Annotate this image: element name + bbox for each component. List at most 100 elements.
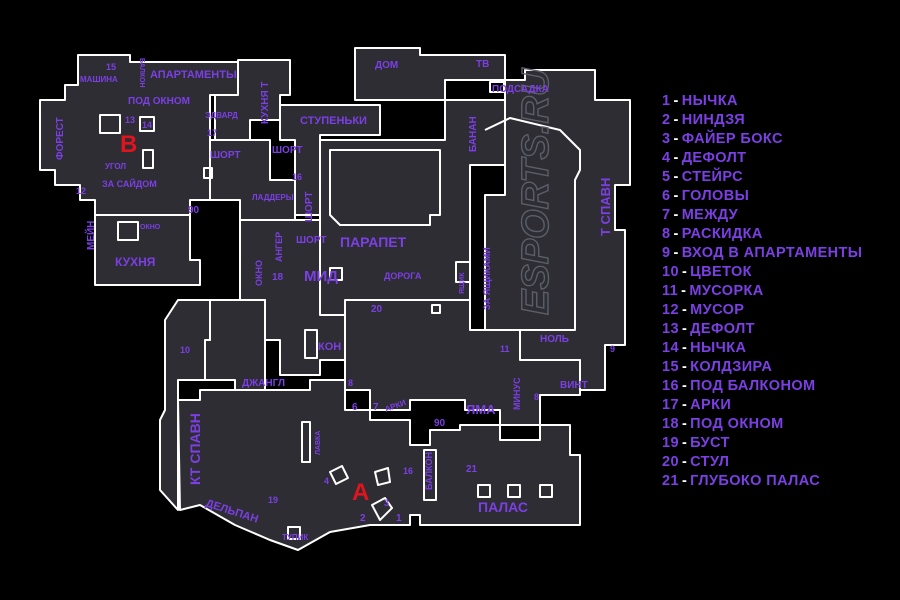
callout-anger: АНГЕР xyxy=(274,232,284,262)
callout-lavka: ЛАВКА xyxy=(315,431,322,455)
position-8: 8 xyxy=(534,392,539,402)
callout-balkon-a: БАЛКОН xyxy=(424,452,434,490)
connector-box xyxy=(304,329,318,359)
t-spawn-inner-wall xyxy=(484,117,581,331)
legend-item: 13-ДЕФОЛТ xyxy=(662,321,755,337)
legend-item: 3-ФАЙЕР БОКС xyxy=(662,131,783,147)
b-default-box xyxy=(99,114,121,134)
callout-vint: ВИНТ xyxy=(560,380,588,391)
callout-okno-mid: ОКНО xyxy=(254,260,264,286)
top-corridor xyxy=(354,47,506,101)
callout-nol: НОЛЬ xyxy=(540,334,569,345)
callout-mashina: МАШИНА xyxy=(80,75,118,84)
callout-stupenki: СТУПЕНЬКИ xyxy=(300,115,367,127)
firebox xyxy=(371,497,393,521)
watermark-logo: ESPORTS.RU xyxy=(515,67,557,315)
callout-kuhnya: КУХНЯ xyxy=(115,255,155,269)
map-numbers: 15 13 14 12 17 90 16 18 20 10 6 8 7 90 8… xyxy=(76,62,615,524)
mid-yashik-box xyxy=(455,261,471,283)
legend-item: 21-ГЛУБОКО ПАЛАС xyxy=(662,473,821,489)
mid-box xyxy=(329,267,343,281)
b-apartments-area xyxy=(214,59,291,141)
legend-item: 7-МЕЖДУ xyxy=(662,207,739,223)
callout-short-stairs: ШОРТ xyxy=(272,145,302,156)
stairs-inner-wall xyxy=(329,149,441,226)
legend-item: 12-МУСОР xyxy=(662,302,745,318)
a-site-area xyxy=(177,379,581,551)
callout-podsadka: ПОДСАДКА xyxy=(492,84,549,95)
position-17-b: 17 xyxy=(207,128,217,138)
callout-short-vert: ШОРТ xyxy=(304,192,315,222)
callout-dom: ДОМ xyxy=(375,60,398,71)
position-4: 4 xyxy=(324,476,329,486)
position-6: 6 xyxy=(352,402,358,413)
map-details xyxy=(99,81,581,540)
legend-item: 16-ПОД БАЛКОНОМ xyxy=(662,378,816,394)
position-90-a: 90 xyxy=(434,418,446,429)
palace-box-2 xyxy=(507,484,521,498)
position-14: 14 xyxy=(142,120,152,130)
callout-yama: ЯМА xyxy=(466,402,496,417)
position-21: 21 xyxy=(466,464,478,475)
callout-mid: МИД xyxy=(304,268,338,285)
position-2: 2 xyxy=(360,513,366,524)
callout-short-mid: ШОРТ xyxy=(296,235,326,246)
chair-box xyxy=(431,304,441,314)
kitchen-area xyxy=(94,214,201,286)
callout-okno-b: ОКНО xyxy=(140,224,161,231)
palace-box-1 xyxy=(477,484,491,498)
callout-ugol: УГОЛ xyxy=(105,162,126,171)
callout-edvard: ЭДВАРД xyxy=(205,111,238,120)
callout-t-spawn: Т СПАВН xyxy=(598,178,613,236)
callout-short-b: ШОРТ xyxy=(210,150,240,161)
callout-apartments: АПАРТАМЕНТЫ xyxy=(150,69,237,81)
position-10: 10 xyxy=(180,345,190,355)
jungle-area xyxy=(204,299,266,391)
legend-item: 19-БУСТ xyxy=(662,435,730,451)
callout-tv: ТВ xyxy=(476,59,489,70)
position-12: 12 xyxy=(76,186,86,196)
callout-minus: МИНУС xyxy=(512,377,522,410)
callout-banan: БАНАН xyxy=(468,116,479,152)
map-floor xyxy=(39,47,631,551)
callout-palas: ПАЛАС xyxy=(478,499,528,515)
ninja-box xyxy=(374,467,391,486)
palace-box-3 xyxy=(539,484,553,498)
callout-kt-spawn: КТ СПАВН xyxy=(187,413,203,485)
site-b-label: B xyxy=(120,131,137,158)
legend-item: 11-МУСОРКА xyxy=(662,283,764,299)
position-19: 19 xyxy=(268,495,278,505)
callout-laddery: ЛАДДЕРЫ xyxy=(252,193,294,202)
callout-yashik: ЯЩИК xyxy=(459,272,466,294)
position-90-b: 90 xyxy=(188,205,200,216)
callout-mein: МЕЙН xyxy=(84,221,97,250)
callout-pod-oknom: ПОД ОКНОМ xyxy=(128,96,190,107)
position-15: 15 xyxy=(106,62,116,72)
bench-box xyxy=(301,421,311,463)
legend-item: 1-НЫЧКА xyxy=(662,93,738,109)
tv-box xyxy=(489,81,505,93)
position-8-mid: 8 xyxy=(348,378,353,388)
ct-spawn-area xyxy=(159,299,211,511)
position-11: 11 xyxy=(500,344,510,354)
callout-tupik: ТУПИК xyxy=(282,533,308,542)
callout-za-saydom: ЗА САЙДОМ xyxy=(102,178,157,189)
position-13: 13 xyxy=(125,115,135,125)
position-18: 18 xyxy=(272,272,284,283)
b-pillar xyxy=(203,167,213,179)
position-20: 20 xyxy=(371,304,383,315)
legend-item: 17-АРКИ xyxy=(662,397,732,413)
position-3: 3 xyxy=(384,498,389,508)
legend-item: 2-НИНДЗЯ xyxy=(662,112,746,128)
kitchen-box xyxy=(117,221,139,241)
callout-kon: КОН xyxy=(318,341,341,353)
callout-forest: ФОРЕСТ xyxy=(55,117,66,160)
position-16-mid: 16 xyxy=(292,172,302,182)
position-1: 1 xyxy=(396,513,402,524)
position-9: 9 xyxy=(610,344,615,354)
a-default-box xyxy=(329,465,349,485)
site-a-label: A xyxy=(352,479,369,506)
legend-item: 14-НЫЧКА xyxy=(662,340,747,356)
legend-item: 15-КОЛДЗИРА xyxy=(662,359,773,375)
